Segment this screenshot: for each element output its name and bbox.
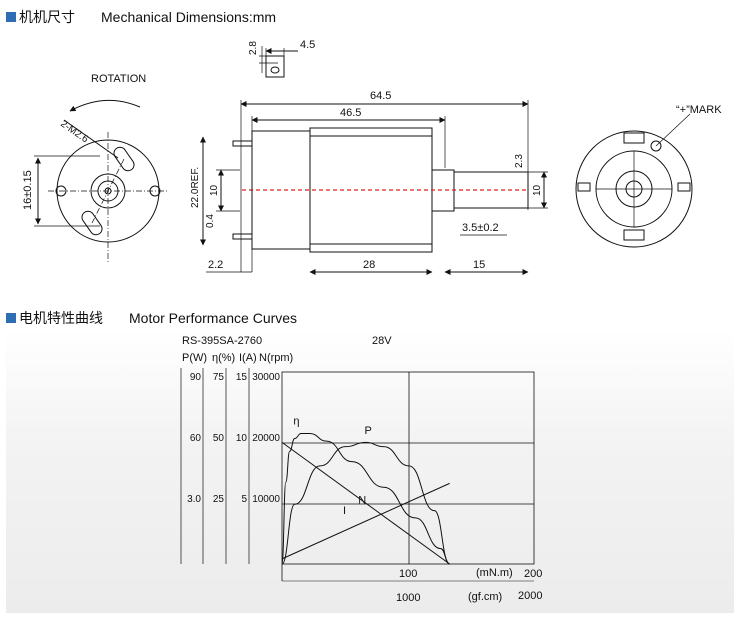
dim-10-right-label: 10 — [532, 184, 543, 196]
dim-46-5-label: 46.5 — [340, 107, 361, 119]
series-label-p: P — [365, 425, 372, 437]
plus-mark-label: “+”MARK — [676, 104, 722, 116]
x-unit-mnm: (mN.m) — [476, 567, 513, 579]
header-en: Mechanical Dimensions:mm — [101, 9, 277, 25]
i-tick: 10 — [236, 433, 248, 444]
series-line-n — [281, 441, 450, 565]
p-tick: 60 — [190, 433, 202, 444]
x-tick-mnm: 200 — [524, 568, 542, 580]
eta-tick: 25 — [213, 494, 225, 505]
series-label-i: I — [343, 505, 346, 517]
x-tick-gfcm: 1000 — [396, 592, 420, 604]
x-unit-gfcm: (gf.cm) — [468, 591, 502, 603]
header-cn: 电机特性曲线 — [19, 310, 103, 326]
dim-28-label: 28 — [363, 259, 375, 271]
dim-3-5-label: 3.5±0.2 — [462, 222, 499, 234]
series-label-eta: η — [293, 415, 299, 427]
series-line-eta — [281, 432, 450, 565]
series-label-n: N — [358, 495, 366, 507]
dim-22-ref-label: 22.0REF. — [190, 167, 201, 208]
x-tick-mnm: 100 — [399, 568, 417, 580]
model-label: RS-395SA-2760 — [182, 335, 262, 347]
blue-square-icon — [6, 313, 16, 323]
performance-chart: RS-395SA-2760 28V P(W) η(%) I(A) N(rpm) … — [180, 335, 542, 604]
series-line-i — [281, 482, 450, 560]
series-layer: NI Pη — [281, 415, 451, 565]
rotation-label: ROTATION — [91, 73, 146, 85]
dim-64-5-label: 64.5 — [370, 90, 391, 102]
p-tick: 3.0 — [187, 494, 201, 505]
n-tick: 30000 — [252, 372, 280, 383]
eta-tick: 75 — [213, 372, 225, 383]
chart-grid — [281, 371, 535, 582]
axis-header-n: N(rpm) — [259, 352, 293, 364]
x-tick-gfcm: 2000 — [518, 590, 542, 602]
voltage-label: 28V — [372, 335, 392, 347]
blue-square-icon — [6, 12, 16, 22]
dim-16-label: 16±0.15 — [22, 170, 34, 210]
axis-header-eta: η(%) — [212, 352, 235, 364]
axis-header-p: P(W) — [182, 352, 207, 364]
hole-spec-label: 2-M2.6 — [58, 118, 90, 145]
dim-0-4-label: 0.4 — [205, 214, 216, 228]
dim-10-left-label: 10 — [209, 184, 220, 196]
rear-view — [575, 113, 693, 248]
header-cn: 机机尺寸 — [19, 9, 75, 25]
performance-chart-panel: RS-395SA-2760 28V P(W) η(%) I(A) N(rpm) … — [6, 330, 734, 613]
side-view — [200, 100, 548, 275]
dim-2-2-label: 2.2 — [208, 259, 223, 271]
axis-header-i: I(A) — [239, 352, 257, 364]
motor-performance-header: 电机特性曲线 Motor Performance Curves — [6, 308, 297, 328]
series-line-p — [281, 441, 451, 565]
dim-4-5-label: 4.5 — [300, 39, 315, 51]
front-view — [34, 99, 168, 262]
dim-2-8-label: 2.8 — [248, 41, 259, 55]
mechanical-drawing: ROTATION 2-M2.6 16±0.15 2.8 4.5 64.5 46.… — [22, 39, 722, 275]
dim-2-3-label: 2.3 — [514, 154, 525, 168]
terminal-detail — [259, 46, 298, 78]
i-tick: 15 — [236, 372, 248, 383]
p-tick: 90 — [190, 372, 202, 383]
i-tick: 5 — [241, 494, 247, 505]
dim-15-label: 15 — [473, 259, 485, 271]
mechanical-dimensions-header: 机机尺寸 Mechanical Dimensions:mm — [6, 7, 276, 27]
header-en: Motor Performance Curves — [129, 310, 298, 326]
n-tick: 20000 — [252, 433, 280, 444]
n-tick: 10000 — [252, 494, 280, 505]
eta-tick: 50 — [213, 433, 225, 444]
